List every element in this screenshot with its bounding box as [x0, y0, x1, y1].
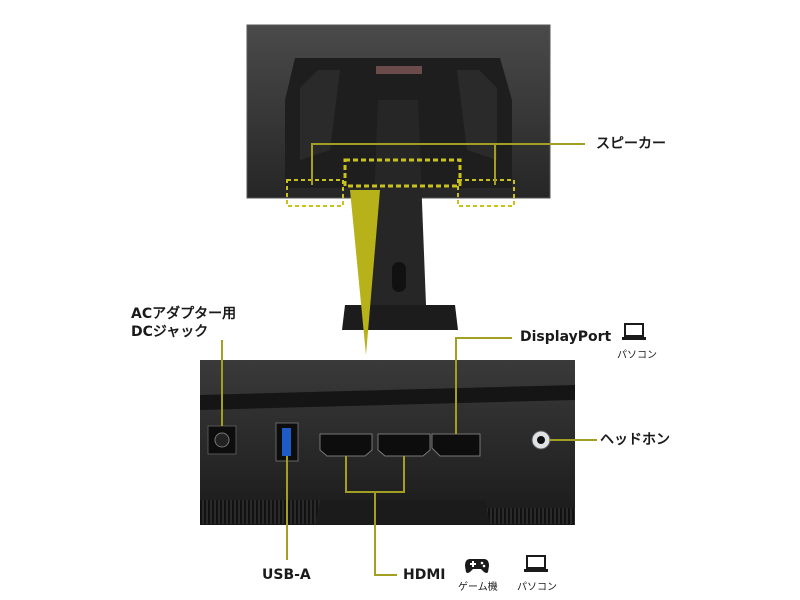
- ports-panel: [200, 360, 575, 525]
- hdmi-device-label-pc: パソコン: [517, 582, 557, 593]
- usb-a-label: USB-A: [262, 567, 311, 583]
- ports-highlight: [343, 158, 462, 188]
- gamepad-icon: [465, 559, 489, 573]
- laptop-icon: [622, 323, 646, 340]
- ac-adapter-label-line1: ACアダプター用: [131, 306, 237, 322]
- speaker-label: スピーカー: [596, 136, 666, 152]
- displayport-port: [431, 433, 481, 457]
- hdmi-label: HDMI: [403, 567, 446, 583]
- dc-jack: [207, 425, 237, 455]
- displayport-label: DisplayPort: [520, 329, 612, 345]
- monitor-stand: [342, 100, 458, 330]
- hdmi-device-label-game: ゲーム機: [458, 582, 498, 593]
- leader-lines: [221, 143, 597, 576]
- headphone-label: ヘッドホン: [600, 432, 670, 448]
- speaker-highlight: [286, 179, 515, 207]
- laptop-icon: [524, 555, 548, 572]
- hdmi-port-2: [377, 433, 431, 457]
- ac-adapter-label-line2: DCジャック: [131, 324, 209, 340]
- usb-a-port: [275, 422, 299, 462]
- headphone-jack: [531, 430, 551, 450]
- displayport-device-label: パソコン: [617, 350, 657, 361]
- zoom-wedge: [350, 190, 380, 355]
- hdmi-port-1: [319, 433, 373, 457]
